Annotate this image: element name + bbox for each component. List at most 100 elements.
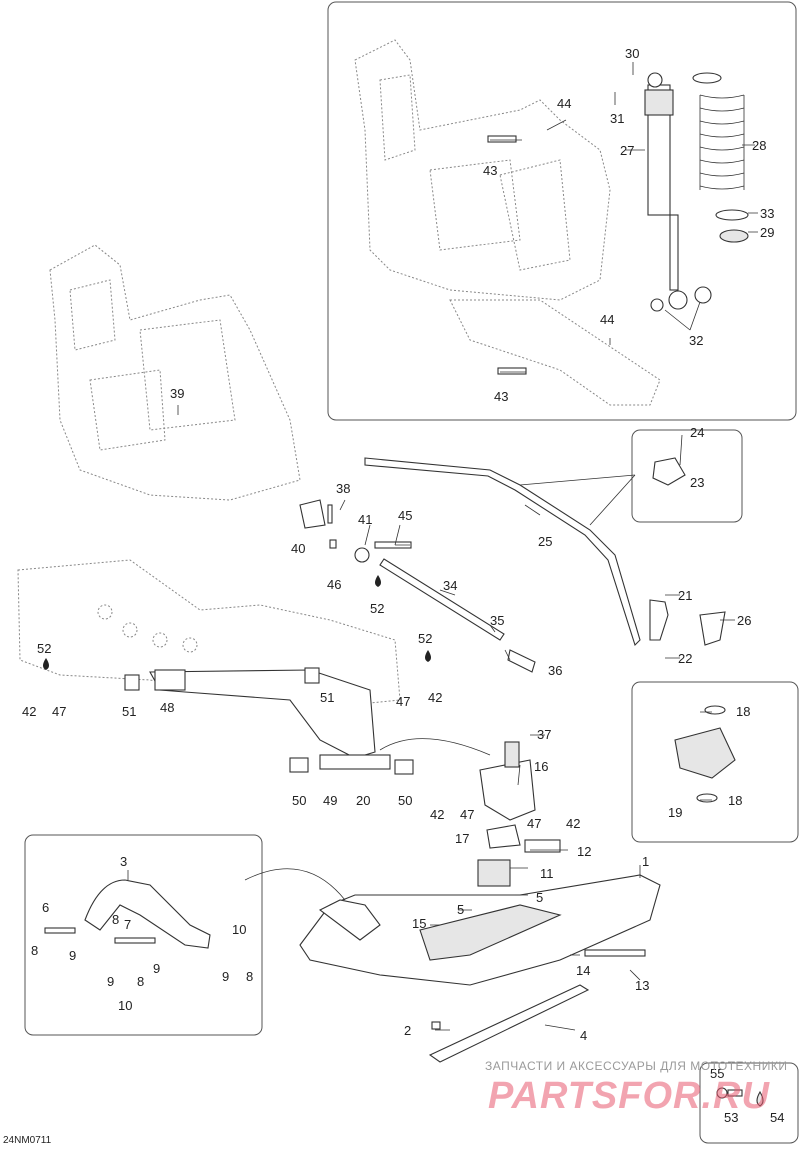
callout-47d: 47 [527,816,541,831]
callout-42: 42 [22,704,36,719]
callout-48: 48 [160,700,174,715]
callout-16: 16 [534,759,548,774]
callout-9: 9 [69,948,76,963]
callout-49: 49 [323,793,337,808]
lubricant-parts [716,1087,764,1107]
callout-55: 55 [710,1066,724,1081]
callout-10: 10 [232,922,246,937]
callout-47b: 47 [396,694,410,709]
callout-50b: 50 [398,793,412,808]
drawing-code: 24NM0711 [3,1135,52,1146]
callout-52b: 52 [37,641,51,656]
chassis-frame-lower [17,559,401,706]
callout-41: 41 [358,512,372,527]
plate-detail-inset-frame [631,429,743,523]
callout-26: 26 [737,613,751,628]
callout-13: 13 [635,978,649,993]
callout-14: 14 [576,963,590,978]
callout-43b: 43 [494,389,508,404]
callout-54: 54 [770,1110,784,1125]
callout-21: 21 [678,588,692,603]
callout-3: 3 [120,854,127,869]
callout-42d: 42 [566,816,580,831]
callout-9d: 9 [222,969,229,984]
callout-9b: 9 [153,961,160,976]
callout-52: 52 [370,601,384,616]
callout-11: 11 [540,866,554,881]
callout-46: 46 [327,577,341,592]
spring-adjuster-29 [719,229,749,243]
lubricant-inset-frame [699,1062,799,1144]
watermark-tagline: ЗАПЧАСТИ И АКСЕССУАРЫ ДЛЯ МОТОТЕХНИКИ [485,1059,787,1073]
callout-10b: 10 [118,998,132,1013]
callout-33: 33 [760,206,774,221]
callout-7: 7 [124,917,131,932]
callout-37: 37 [537,727,551,742]
callout-39: 39 [170,386,184,401]
bushing-detail-inset-frame [631,681,799,843]
callout-22: 22 [678,651,692,666]
callout-38: 38 [336,481,350,496]
callout-51b: 51 [320,690,334,705]
leader-lines [127,62,758,1031]
callout-27: 27 [620,143,634,158]
shock-absorber-inset-frame [327,1,797,421]
chassis-frame-main [49,244,301,501]
callout-15: 15 [412,916,426,931]
bolt-43-bottom [497,367,527,375]
callout-8c: 8 [137,974,144,989]
plate-24 [652,457,686,486]
callout-52c: 52 [418,631,432,646]
callout-12: 12 [577,844,591,859]
steering-rod [364,457,669,647]
callout-29: 29 [760,225,774,240]
ski-handle [44,879,211,949]
callout-34: 34 [443,578,457,593]
callout-25: 25 [538,534,552,549]
callout-31: 31 [610,111,624,126]
chassis-frame-top [354,39,661,406]
spring-retainer-top [692,72,722,84]
callout-23: 23 [690,475,704,490]
callout-47c: 47 [460,807,474,822]
callout-40: 40 [291,541,305,556]
callout-5b: 5 [457,902,464,917]
callout-17: 17 [455,831,469,846]
callout-44b: 44 [600,312,614,327]
callout-8b: 8 [31,943,38,958]
shock-bushings-32 [650,286,712,312]
callout-19: 19 [668,805,682,820]
plate-26 [699,611,726,646]
callout-labels: 30 31 44 43 27 28 33 29 44 32 43 39 24 2… [22,46,784,1125]
callout-20: 20 [356,793,370,808]
callout-18: 18 [736,704,750,719]
a-arm [124,667,414,775]
callout-42c: 42 [430,807,444,822]
coil-spring [699,94,745,190]
callout-43: 43 [483,163,497,178]
callout-8: 8 [112,912,119,927]
callout-4: 4 [580,1028,587,1043]
callout-6: 6 [42,900,49,915]
callout-47: 47 [52,704,66,719]
callout-2: 2 [404,1023,411,1038]
callout-5: 5 [536,890,543,905]
runner [428,984,590,1063]
callout-24: 24 [690,425,704,440]
callout-9c: 9 [107,974,114,989]
callout-28: 28 [752,138,766,153]
callout-50: 50 [292,793,306,808]
callout-32: 32 [689,333,703,348]
ski-handle-inset-frame [24,834,263,1036]
spindle [477,741,561,887]
callout-8d: 8 [246,969,253,984]
callout-44: 44 [557,96,571,111]
bushing-detail [674,705,736,803]
callout-1: 1 [642,854,649,869]
watermark-brand: PARTSFOR.RU [488,1075,770,1117]
callout-51: 51 [122,704,136,719]
callout-36: 36 [548,663,562,678]
callout-42b: 42 [428,690,442,705]
